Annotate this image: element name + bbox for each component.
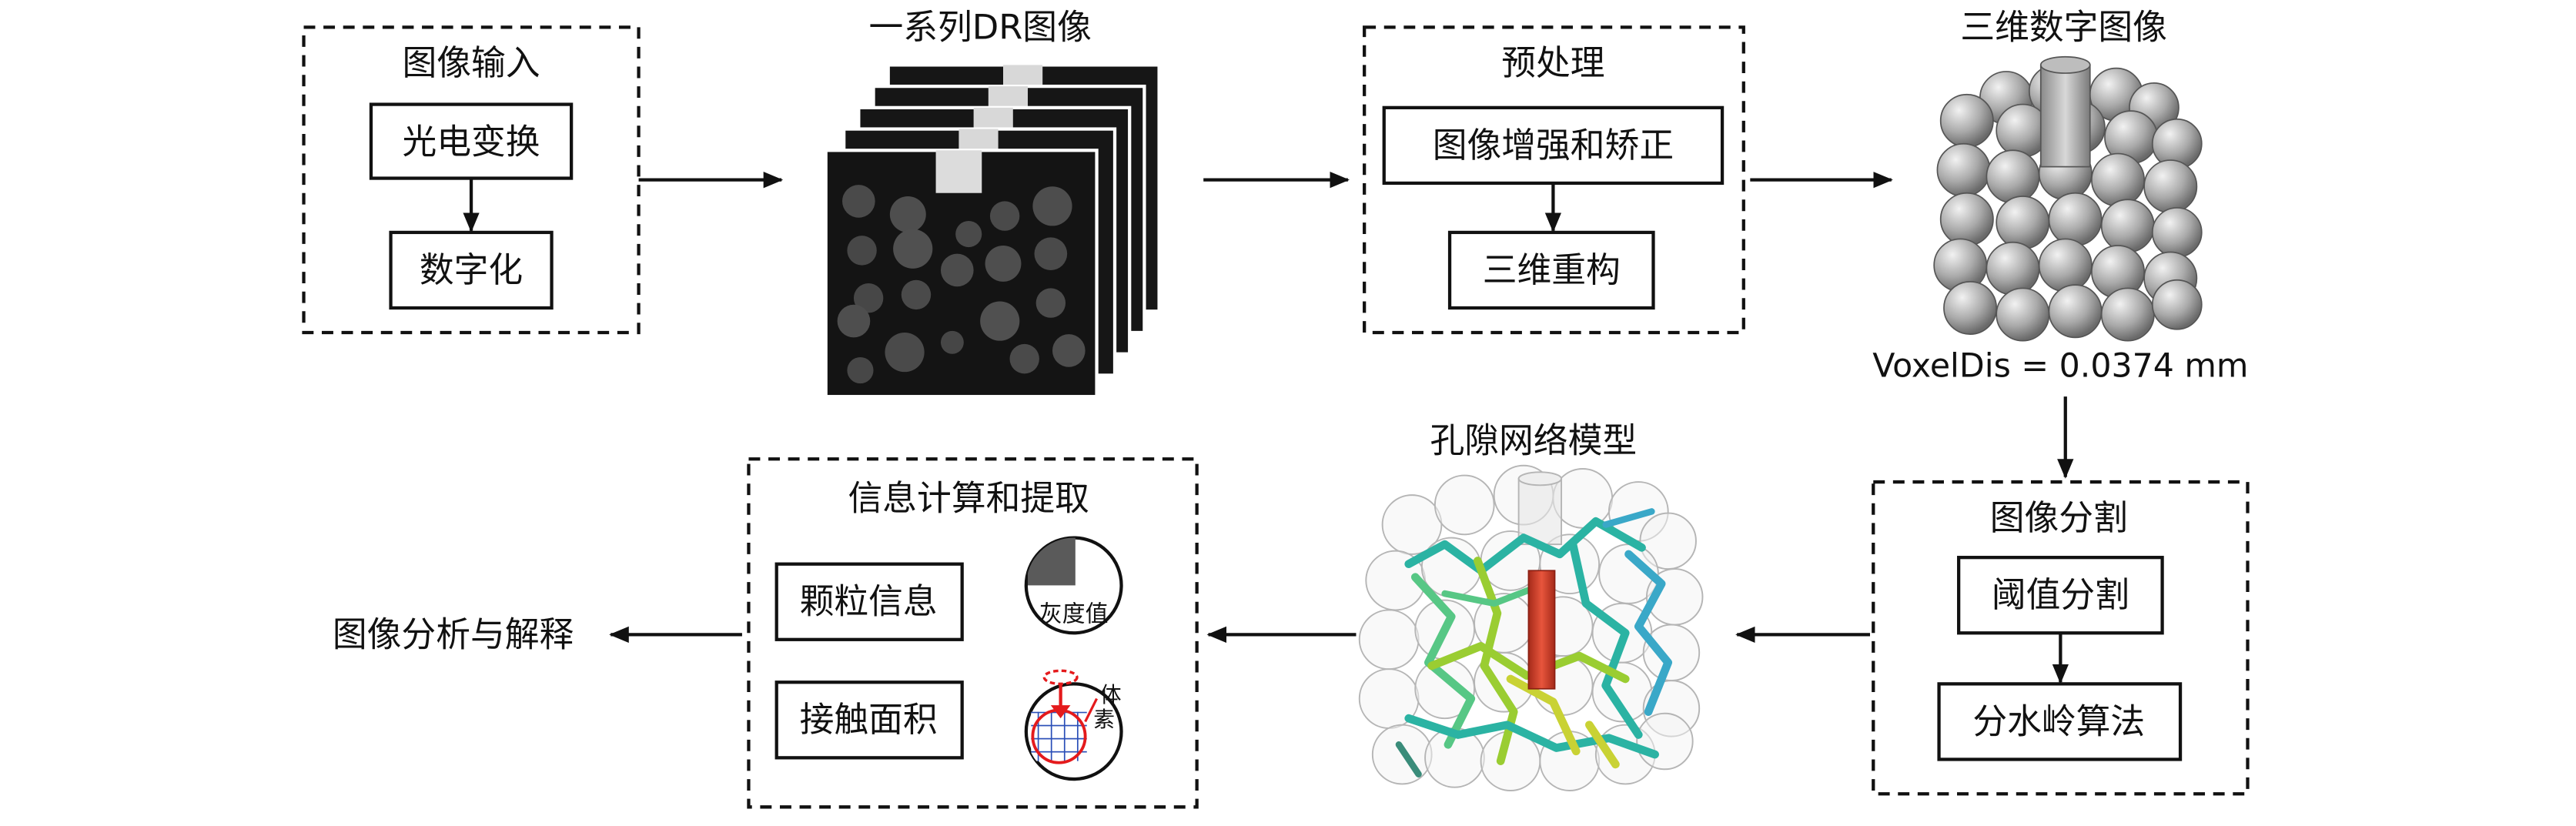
watershed-label: 分水岭算法 xyxy=(1972,701,2145,741)
segmentation-dashed-frame xyxy=(1872,480,2250,796)
digitize-label: 数字化 xyxy=(420,249,523,290)
threshold-label: 阈值分割 xyxy=(1992,574,2129,615)
gray-value-label: 灰度值 xyxy=(1039,600,1109,627)
preprocess-dashed-frame xyxy=(1363,25,1745,335)
enhance-correct-box xyxy=(1382,105,1725,186)
voxel-distance-label: VoxelDis = 0.0374 mm xyxy=(1872,347,2248,386)
photoelectric-label: 光电变换 xyxy=(403,122,540,162)
pore-network-image xyxy=(1358,464,1704,791)
pore-network-title: 孔隙网络模型 xyxy=(1430,420,1638,461)
dr-image-stack xyxy=(824,63,1161,399)
final-analysis-label: 图像分析与解释 xyxy=(333,614,574,654)
network-red-throat xyxy=(1527,570,1556,690)
image-input-title: 图像输入 xyxy=(403,42,540,83)
dr-series-title: 一系列DR图像 xyxy=(868,6,1091,47)
digital-3d-title: 三维数字图像 xyxy=(1960,6,2167,47)
sphere-pack-image xyxy=(1933,55,2203,342)
gray-value-circle: 灰度值 xyxy=(1024,536,1123,635)
particle-info-box xyxy=(774,562,964,641)
segmentation-title: 图像分割 xyxy=(1990,497,2128,538)
dr-cylinder-top xyxy=(935,150,982,193)
particle-info-label: 颗粒信息 xyxy=(800,581,938,622)
digitize-box xyxy=(389,230,554,310)
info-title: 信息计算和提取 xyxy=(848,477,1089,518)
reconstruct-label: 三维重构 xyxy=(1483,249,1621,290)
preprocess-title: 预处理 xyxy=(1501,42,1604,83)
voxel-char-1: 体 xyxy=(1100,682,1122,707)
info-dashed-frame xyxy=(747,457,1199,809)
reconstruct-box xyxy=(1447,230,1655,310)
image-input-group: 图像输入 光电变换 数字化 xyxy=(302,25,641,335)
enhance-correct-label: 图像增强和矫正 xyxy=(1433,125,1674,166)
segmentation-group: 图像分割 阈值分割 分水岭算法 xyxy=(1872,480,2250,796)
sphere-pack-cylinder xyxy=(2039,55,2091,168)
preprocess-group: 预处理 图像增强和矫正 三维重构 xyxy=(1363,25,1745,335)
voxel-circle: 体 素 xyxy=(1024,669,1123,781)
info-extraction-group: 信息计算和提取 颗粒信息 接触面积 灰度值 体 素 xyxy=(747,457,1199,809)
voxel-char-2: 素 xyxy=(1093,707,1115,732)
threshold-box xyxy=(1957,556,2164,635)
pore-throats xyxy=(1395,508,1673,778)
voxel-zoom-source xyxy=(1042,669,1079,686)
watershed-box xyxy=(1937,682,2183,761)
contact-area-box xyxy=(774,681,964,760)
dr-frame-front xyxy=(824,149,1099,399)
contact-area-label: 接触面积 xyxy=(800,699,938,740)
image-input-dashed-frame xyxy=(302,25,641,335)
